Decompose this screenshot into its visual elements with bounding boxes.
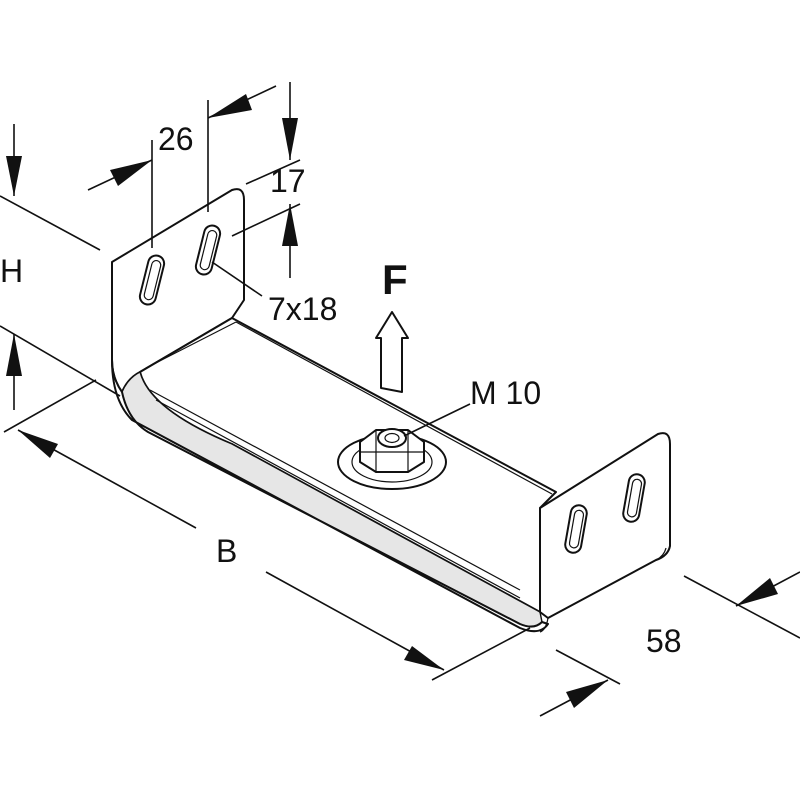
slot-right-2 (622, 473, 646, 523)
force-arrow (375, 311, 409, 393)
force-label: F (382, 256, 408, 303)
right-flange (539, 432, 671, 619)
dimension-label-58: 58 (646, 623, 682, 659)
dimension-label-26: 26 (158, 121, 194, 157)
dimension-label-17: 17 (270, 163, 306, 199)
left-flange-slots (138, 224, 222, 306)
m10-nut (337, 428, 447, 490)
base-plate-bottom-edge (111, 359, 549, 633)
dimension-label-b: B (216, 533, 237, 569)
slot-right-1 (564, 504, 588, 554)
slot-left-1 (138, 254, 166, 306)
dimension-lines (0, 82, 800, 717)
bolt-label-m10: M 10 (470, 375, 541, 411)
right-flange-slots (564, 473, 646, 554)
dimension-label-h: H (0, 253, 23, 289)
slot-left-2 (194, 224, 222, 276)
slot-label-7x18: 7x18 (268, 291, 337, 327)
